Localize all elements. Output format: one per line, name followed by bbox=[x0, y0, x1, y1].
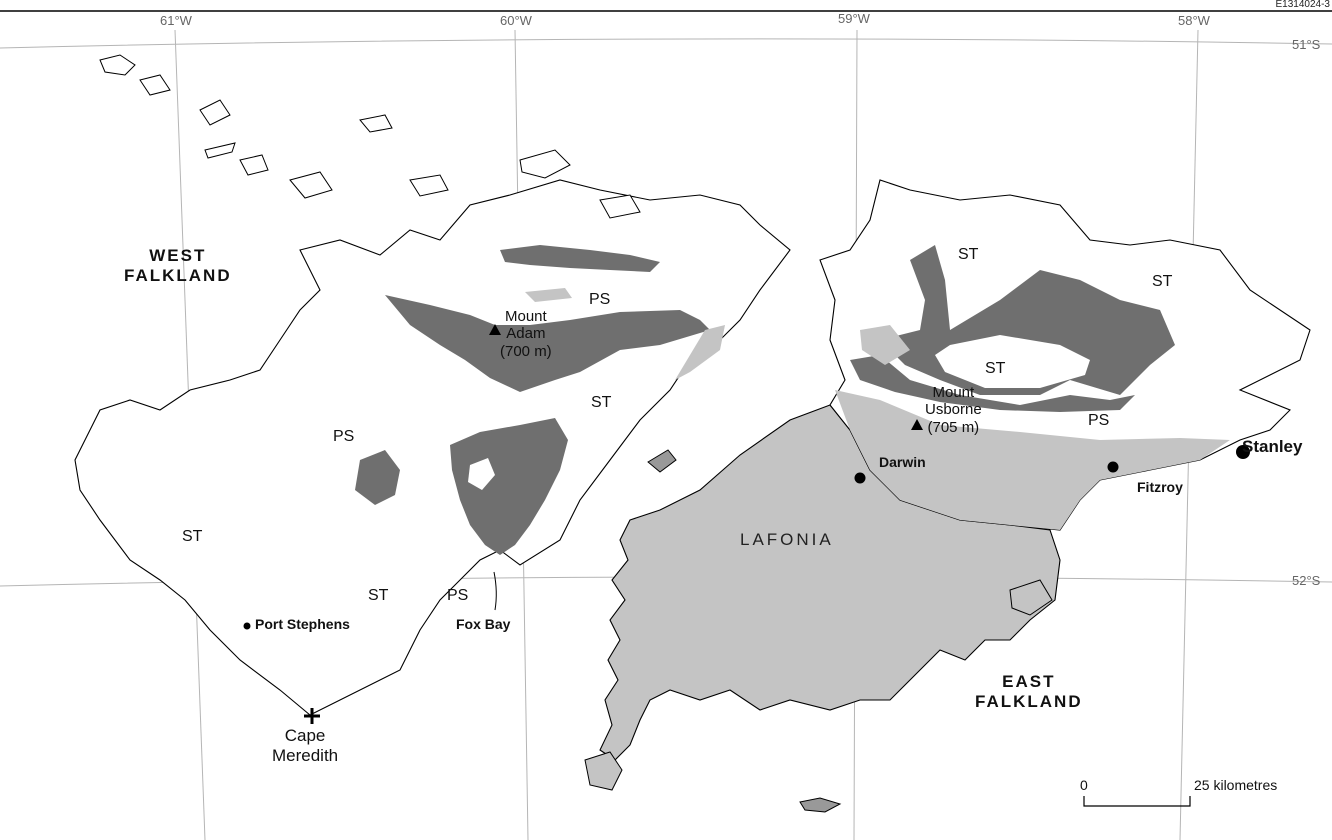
scale-bar-line bbox=[1083, 796, 1191, 807]
lafonia-south-island bbox=[584, 751, 623, 791]
west-dark-unit-south bbox=[450, 418, 568, 555]
geology-label: ST bbox=[958, 246, 979, 263]
label-lat-51s: 51°S bbox=[1292, 37, 1321, 52]
mount-usborne-line-2: Usborne bbox=[925, 401, 982, 419]
fitzroy-dot-icon bbox=[1107, 461, 1119, 473]
label-lat-52s: 52°S bbox=[1292, 573, 1321, 588]
small-islet-south bbox=[799, 797, 842, 813]
fox-bay-leader-line bbox=[493, 571, 497, 611]
west-light-patch bbox=[525, 288, 572, 302]
west-light-band bbox=[675, 325, 725, 380]
mount-adam-line-3: (700 m) bbox=[500, 342, 552, 360]
region-west-line-1: WEST bbox=[149, 246, 207, 265]
cape-line-1: Cape bbox=[284, 726, 326, 745]
label-lon-61w: 61°W bbox=[160, 13, 192, 28]
fox-bay-label: Fox Bay bbox=[456, 616, 511, 632]
label-lon-58w: 58°W bbox=[1178, 13, 1210, 28]
east-light-grey-band bbox=[835, 390, 1230, 530]
east-light-patch bbox=[860, 325, 910, 365]
geology-label: ST bbox=[368, 587, 389, 604]
region-east-falkland: EAST FALKLAND bbox=[975, 672, 1083, 711]
geology-label: ST bbox=[182, 528, 203, 545]
geology-label: PS bbox=[447, 587, 469, 604]
port-stephens-label: Port Stephens bbox=[255, 616, 350, 632]
geology-label: ST bbox=[1152, 273, 1173, 290]
mount-usborne-summit-icon bbox=[911, 419, 923, 430]
cape-meredith-label: Cape Meredith bbox=[272, 726, 338, 765]
offshore-islands bbox=[99, 54, 641, 219]
lafonia-east-islet bbox=[1009, 579, 1053, 616]
stanley-dot-icon bbox=[1236, 445, 1250, 459]
label-lon-60w: 60°W bbox=[500, 13, 532, 28]
parallel-51s bbox=[0, 38, 1332, 49]
mount-adam-line-1: Mount bbox=[504, 308, 547, 325]
scale-end-label: 25 kilometres bbox=[1194, 777, 1278, 793]
point-markers bbox=[243, 324, 1250, 724]
mount-usborne-line-3: (705 m) bbox=[927, 418, 980, 436]
stanley-label: Stanley bbox=[1242, 437, 1303, 456]
region-east-line-2: FALKLAND bbox=[975, 691, 1083, 711]
east-white-core bbox=[935, 335, 1090, 388]
fitzroy-label: Fitzroy bbox=[1137, 479, 1183, 495]
west-white-hole bbox=[468, 458, 495, 490]
mount-usborne-label: Mount Usborne (705 m) bbox=[925, 384, 982, 436]
region-lafonia: LAFONIA bbox=[740, 530, 834, 549]
cape-line-2: Meredith bbox=[272, 745, 339, 765]
mount-adam-line-2: Adam bbox=[506, 325, 546, 343]
mount-usborne-line-1: Mount bbox=[932, 384, 975, 401]
west-dark-unit-main bbox=[385, 295, 710, 392]
mount-adam-summit-icon bbox=[489, 324, 501, 335]
geology-label: ST bbox=[591, 394, 612, 411]
mount-adam-label: Mount Adam (700 m) bbox=[500, 308, 552, 360]
region-west-falkland: WEST FALKLAND bbox=[124, 246, 232, 285]
geology-label: PS bbox=[589, 291, 611, 308]
cape-meredith-cross-icon bbox=[304, 708, 320, 724]
region-west-line-2: FALKLAND bbox=[124, 265, 232, 285]
figure-code: E1314024-3 bbox=[1275, 0, 1331, 10]
geology-label: ST bbox=[985, 360, 1006, 377]
darwin-label: Darwin bbox=[879, 454, 926, 470]
west-dark-unit-north bbox=[500, 245, 660, 272]
scale-start-label: 0 bbox=[1080, 777, 1088, 793]
label-lon-59w: 59°W bbox=[838, 11, 870, 26]
region-east-line-1: EAST bbox=[1002, 672, 1056, 691]
east-dark-unit-2 bbox=[850, 355, 1135, 412]
port-stephens-dot-icon bbox=[243, 622, 251, 630]
west-dark-unit-ps bbox=[355, 450, 400, 505]
small-islet-central bbox=[647, 449, 677, 473]
geology-label: PS bbox=[333, 428, 355, 445]
darwin-dot-icon bbox=[854, 472, 866, 484]
geology-label: PS bbox=[1088, 412, 1110, 429]
